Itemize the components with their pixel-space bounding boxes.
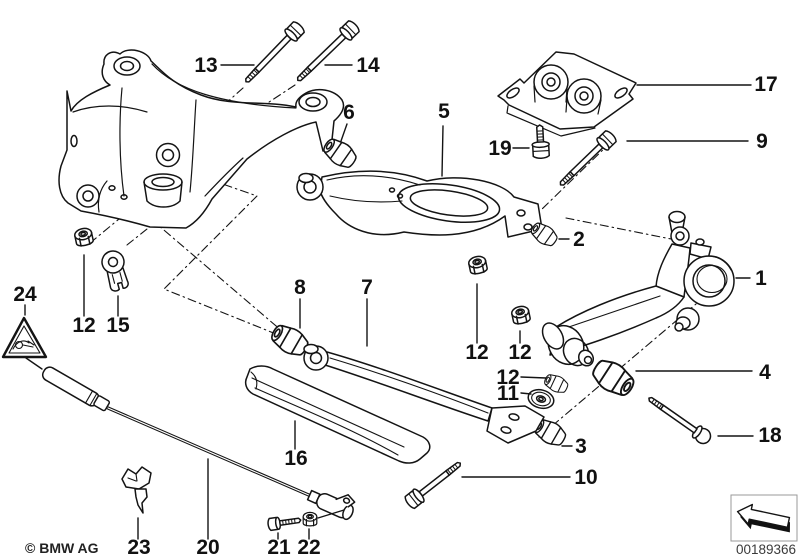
support-bracket-drawing — [497, 51, 637, 137]
cable-clip-drawing — [121, 466, 152, 514]
callout-9[interactable]: 9 — [756, 130, 768, 153]
cover-plate-drawing — [244, 365, 431, 464]
track-rod-drawing — [303, 343, 545, 444]
callout-23[interactable]: 23 — [127, 536, 150, 559]
image-number: 00189366 — [736, 542, 796, 557]
bolt-19-drawing — [531, 124, 551, 159]
callout-24[interactable]: 24 — [13, 283, 37, 306]
washer-11-drawing — [527, 388, 555, 410]
warning-triangle-icon — [1, 316, 48, 359]
dash-bolt9-axis — [539, 141, 612, 212]
callout-13[interactable]: 13 — [194, 54, 217, 77]
trailing-arm-drawing — [541, 210, 735, 367]
bolt-18-drawing — [648, 396, 712, 445]
callout-12a[interactable]: 12 — [72, 314, 95, 337]
holder-15-drawing — [101, 250, 129, 292]
callout-21[interactable]: 21 — [267, 536, 291, 559]
carrier-center-hole — [155, 142, 181, 168]
bushing-4-drawing — [587, 354, 640, 402]
callout-19[interactable]: 19 — [488, 137, 511, 160]
camber-arm-drawing — [296, 170, 543, 238]
sensor-head — [306, 489, 356, 521]
callout-10[interactable]: 10 — [574, 466, 597, 489]
screw-21-drawing — [267, 516, 302, 532]
bolt-10-drawing — [404, 461, 462, 510]
dash-arm5-to-arm1 — [565, 217, 672, 240]
camber-arm-ring — [397, 183, 501, 223]
dash-bushing-axis — [538, 303, 697, 438]
sensor-cable-drawing — [41, 366, 356, 521]
callout-4[interactable]: 4 — [759, 361, 771, 384]
callout-8[interactable]: 8 — [294, 276, 306, 299]
callout-6[interactable]: 6 — [343, 101, 355, 124]
trailing-arm-top-eye — [670, 226, 690, 246]
leader-lines — [24, 64, 754, 540]
carrier-right-mount-bushing — [298, 92, 328, 112]
callout-20[interactable]: 20 — [196, 536, 219, 559]
callouts: 13 14 6 5 17 19 9 2 1 24 12 15 8 7 12 12… — [13, 54, 782, 559]
callout-12d[interactable]: 12 — [496, 366, 519, 389]
callout-3[interactable]: 3 — [575, 435, 587, 458]
callout-16[interactable]: 16 — [284, 447, 307, 470]
nut-22-drawing — [302, 511, 318, 527]
rear-axle-carrier-drawing — [58, 49, 345, 229]
callout-12c[interactable]: 12 — [508, 341, 531, 364]
callout-12b[interactable]: 12 — [465, 341, 488, 364]
dash-carrier-to-bushing8 — [150, 218, 290, 338]
dash-clip15-axis — [126, 220, 158, 246]
bolt-13-drawing — [245, 21, 305, 83]
pointer-22-to-sensor — [317, 509, 345, 519]
callout-11[interactable]: 11 — [497, 382, 520, 405]
callout-7[interactable]: 7 — [361, 276, 373, 299]
callout-17[interactable]: 17 — [754, 73, 777, 96]
nut-12c-drawing — [509, 304, 532, 326]
carrier-left-mount-bushing — [113, 56, 141, 76]
copyright-label: © BMW AG — [25, 540, 99, 556]
nut-12b-drawing — [466, 254, 489, 276]
callout-1[interactable]: 1 — [755, 267, 767, 290]
callout-5[interactable]: 5 — [438, 100, 450, 123]
callout-18[interactable]: 18 — [758, 424, 782, 447]
callout-15[interactable]: 15 — [106, 314, 130, 337]
callout-14[interactable]: 14 — [356, 54, 380, 77]
nut-12a-drawing — [72, 226, 95, 248]
direction-arrow-icon — [730, 494, 798, 542]
bolt-9-drawing — [559, 130, 617, 186]
bolt-14-drawing — [296, 20, 360, 82]
callout-2[interactable]: 2 — [573, 228, 585, 251]
callout-22[interactable]: 22 — [297, 536, 320, 559]
